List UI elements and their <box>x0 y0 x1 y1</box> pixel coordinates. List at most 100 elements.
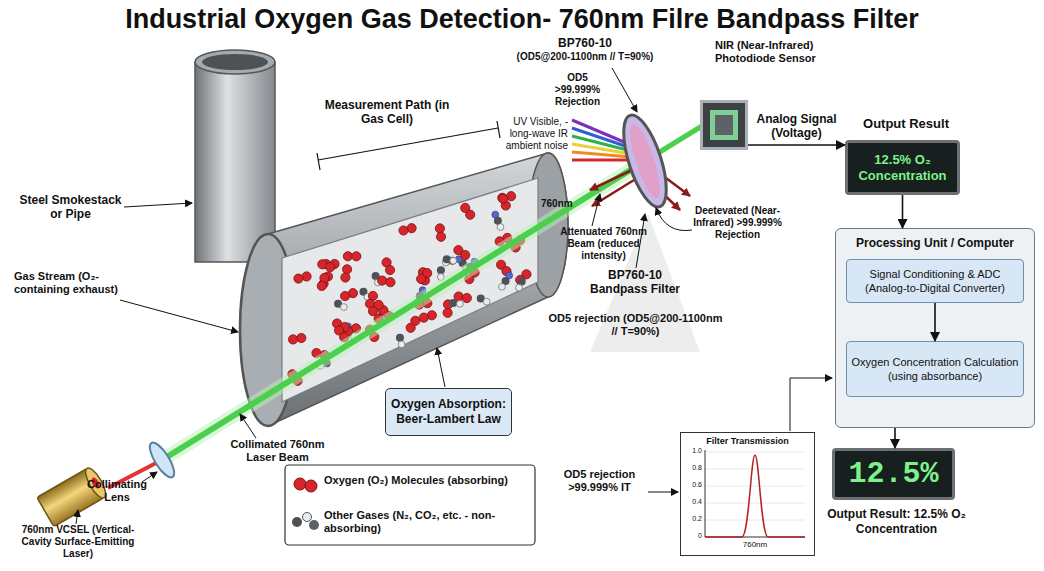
oxygen-atom <box>368 307 377 316</box>
gas-atom <box>483 298 490 305</box>
oxygen-atom <box>288 335 297 344</box>
spec-label: OD5 rejection (OD5@200-1100nm // T=90%) <box>548 312 723 338</box>
transmission-curve <box>705 455 805 537</box>
process-box: Oxygen Concentration Calculation (using … <box>846 341 1024 397</box>
leader-curve <box>656 208 692 231</box>
node-text: NIR (Near-Infrared) Photodiode Sensor <box>715 39 840 65</box>
axis-tick: 0 <box>684 532 702 540</box>
note-label: Attenuated 760nm Beam (reduced intensity… <box>556 226 651 262</box>
chart-grid <box>705 452 805 453</box>
data-line <box>790 378 832 431</box>
oxygen-atom <box>435 224 444 233</box>
filter-glass <box>624 121 665 201</box>
bracket-tick <box>317 153 320 170</box>
measurement-path-bracket <box>318 128 498 160</box>
gas-atom <box>456 300 463 307</box>
gas-atom <box>396 334 404 342</box>
note-label: UV Visible, - long-wave IR ambient noise <box>493 116 568 152</box>
laser-beam <box>162 161 645 460</box>
oxygen-atom <box>326 263 335 272</box>
spec-label: OD5 >99.999% Rejection <box>550 72 605 108</box>
oxygen-atom <box>297 333 306 342</box>
node-text: 12.5% O₂ Concentration <box>848 152 957 184</box>
gas-atom <box>492 211 499 218</box>
oxygen-atom <box>343 252 352 261</box>
display-screen: 12.5%Output Result: 12.5% O₂ Concentrati… <box>832 448 955 500</box>
connector-arrow <box>894 428 896 448</box>
leader-line <box>124 203 192 207</box>
chart-grid <box>705 520 805 521</box>
callout-box: Oxygen Absorption: Beer-Lambert Law <box>385 388 512 436</box>
gas-atom <box>450 257 457 264</box>
legend-frame <box>285 465 535 545</box>
chart-grid <box>705 503 805 504</box>
photodiode-sensor: NIR (Near-Infrared) Photodiode Sensor <box>700 100 748 150</box>
legend-text: Other Gases (N₂, CO₂, etc. - non-absorbi… <box>324 509 529 535</box>
smokestack-pipe <box>195 62 275 262</box>
oxygen-atom <box>461 250 470 259</box>
oxygen-atom <box>294 274 303 283</box>
node-text: Filter Transmission <box>681 436 814 446</box>
bandpass-filter <box>615 110 675 211</box>
node-text: Oxygen Absorption: Beer-Lambert Law <box>386 397 511 427</box>
axis-label: 760nm <box>735 540 775 550</box>
display-screen: Output Result12.5% O₂ Concentration <box>845 140 960 195</box>
processing-unit: Processing Unit / ComputerSignal Conditi… <box>835 228 1035 428</box>
legend-oxygen-atom <box>305 480 317 492</box>
oxygen-atom <box>466 210 475 219</box>
signal-label: Analog Signal (Voltage) <box>757 112 837 140</box>
laser-beam-glow <box>162 161 645 460</box>
oxygen-atom <box>302 272 311 281</box>
axis-tick: 0.6 <box>684 481 702 489</box>
part-label: Steel Smokestack or Pipe <box>18 193 123 221</box>
node-text: Output Result <box>836 116 976 131</box>
dimension-label: Measurement Path (in Gas Cell) <box>322 98 452 126</box>
oxygen-atom <box>385 265 394 274</box>
connector-arrow <box>934 303 936 341</box>
axis-tick: 1.0 <box>684 447 702 455</box>
oxygen-atom <box>419 313 428 322</box>
vcsel-laser <box>37 465 109 526</box>
oxygen-atom <box>516 275 525 284</box>
smokestack-rim <box>195 50 275 74</box>
leader-line <box>648 492 678 493</box>
node-text: 12.5% <box>848 457 938 491</box>
rejected-ray <box>590 170 632 190</box>
chart-background <box>680 432 815 556</box>
legend-text: Oxygen (O₂) Molecules (absorbing) <box>324 474 529 487</box>
filter-mount <box>615 110 675 211</box>
part-label: 760nm VCSEL (Vertical-Cavity Surface-Emi… <box>8 524 148 560</box>
part-label: Gas Stream (O₂-containing exhaust) <box>14 270 144 296</box>
oxygen-atom <box>378 276 387 285</box>
legend-gas-atom <box>292 517 302 527</box>
spec-label: (OD5@200-1100nm // T=90%) <box>505 51 665 63</box>
oxygen-atom <box>498 193 507 202</box>
axis-tick: 0.8 <box>684 464 702 472</box>
node-text: Processing Unit / Computer <box>836 236 1034 250</box>
node-text: Oxygen Concentration Calculation (using … <box>847 355 1023 383</box>
gas-atom <box>499 283 506 290</box>
leader-line <box>437 348 445 387</box>
noise-ray <box>572 159 631 162</box>
gas-atom <box>340 304 347 311</box>
oxygen-atom <box>386 278 395 287</box>
oxygen-atom <box>399 226 408 235</box>
process-box: Signal Conditioning & ADC (Analog-to-Dig… <box>846 259 1024 303</box>
part-label: BP760-10 Bandpass Filter <box>585 268 685 296</box>
oxygen-atom <box>436 232 445 241</box>
chart-axis <box>705 450 706 537</box>
leader-line <box>120 300 238 332</box>
collimating-lens <box>145 439 178 480</box>
gas-atom <box>516 284 523 291</box>
node-text: Output Result: 12.5% O₂ Concentration <box>815 507 978 537</box>
legend-gas-atom <box>309 520 319 530</box>
spec-label: OD5 rejection >99.999% IT <box>552 468 647 494</box>
leader-line <box>612 68 637 112</box>
part-label: Collimating Lens <box>86 478 148 504</box>
gas-atom <box>506 272 513 279</box>
gas-atom <box>497 224 504 231</box>
legend-oxygen-atom <box>294 478 306 490</box>
gas-atom <box>398 341 405 348</box>
oxygen-atom <box>498 194 507 203</box>
